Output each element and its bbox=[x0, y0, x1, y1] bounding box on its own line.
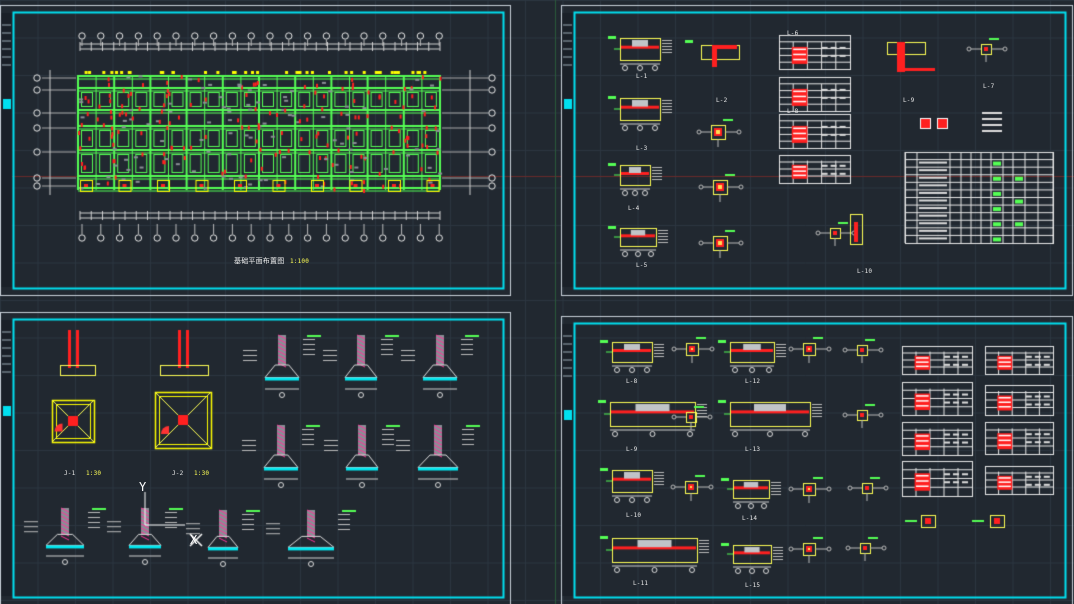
detail-label-l10: L-10 bbox=[857, 268, 873, 275]
detail-label-b-l13: L-13 bbox=[745, 446, 761, 453]
plan-scale: 1:100 bbox=[290, 258, 310, 265]
plan-title: 基础平面布置图 bbox=[234, 257, 285, 265]
ucs-y-label: Y bbox=[139, 480, 147, 494]
detail-label-b-l14: L-14 bbox=[742, 515, 758, 522]
detail-label-b-l8: L-8 bbox=[626, 378, 638, 385]
detail-label-l3: L-3 bbox=[636, 145, 648, 152]
detail-label-l8: L-8 bbox=[787, 108, 799, 115]
section-scale-j1: 1:30 bbox=[86, 470, 102, 477]
section-label-j2: J-2 bbox=[172, 470, 184, 477]
detail-label-l5: L-5 bbox=[636, 262, 648, 269]
detail-label-l9: L-9 bbox=[903, 97, 915, 104]
detail-label-l6: L-6 bbox=[787, 30, 799, 37]
detail-label-b-l11: L-11 bbox=[633, 580, 649, 587]
detail-label-l4: L-4 bbox=[628, 205, 640, 212]
detail-label-b-l15: L-15 bbox=[745, 582, 761, 589]
detail-label-b-l9: L-9 bbox=[626, 446, 638, 453]
detail-label-b-l10: L-10 bbox=[626, 512, 642, 519]
section-label-j1: J-1 bbox=[64, 470, 76, 477]
section-scale-j2: 1:30 bbox=[194, 470, 210, 477]
detail-label-b-l12: L-12 bbox=[745, 378, 761, 385]
ucs-x-label: X bbox=[190, 533, 198, 547]
detail-label-l2: L-2 bbox=[716, 97, 728, 104]
detail-label-l7: L-7 bbox=[983, 83, 995, 90]
detail-label-l1: L-1 bbox=[636, 73, 648, 80]
